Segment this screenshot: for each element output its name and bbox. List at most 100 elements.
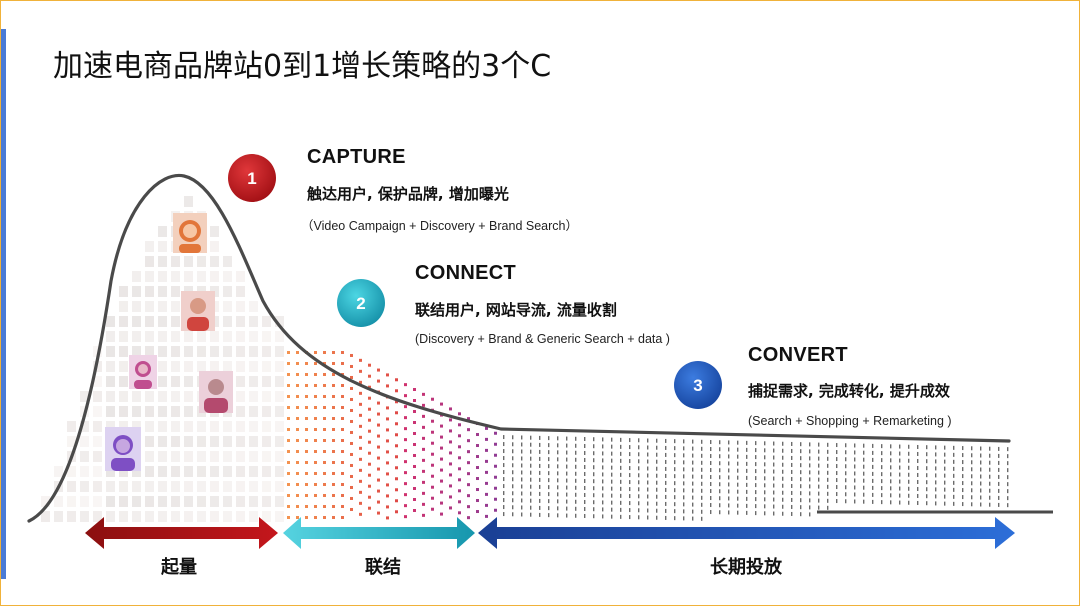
flow-dot bbox=[422, 491, 425, 495]
mosaic-tile bbox=[158, 496, 167, 507]
flow-dot bbox=[692, 495, 694, 500]
flow-dot bbox=[1007, 489, 1009, 494]
flow-dot bbox=[296, 428, 299, 431]
flow-dot bbox=[368, 462, 371, 466]
flow-dot bbox=[341, 406, 344, 409]
flow-dot bbox=[557, 513, 559, 518]
flow-dot bbox=[665, 501, 667, 506]
flow-dot bbox=[557, 464, 559, 469]
mosaic-tile bbox=[223, 496, 232, 507]
flow-dot bbox=[503, 470, 505, 475]
flow-dot bbox=[764, 483, 766, 488]
flow-dot bbox=[350, 375, 353, 379]
flow-dot bbox=[584, 513, 586, 518]
mosaic-tile bbox=[93, 406, 102, 417]
flow-dot bbox=[593, 486, 595, 491]
flow-dot bbox=[359, 446, 362, 450]
flow-dot bbox=[359, 358, 362, 362]
flow-dot bbox=[818, 491, 820, 496]
flow-dot bbox=[953, 494, 955, 499]
flow-dot bbox=[872, 450, 874, 455]
flow-dot bbox=[305, 450, 308, 453]
flow-dot bbox=[800, 498, 802, 503]
flow-dot bbox=[647, 473, 649, 478]
flow-dot bbox=[395, 466, 398, 470]
flow-dot bbox=[602, 451, 604, 456]
flow-dot bbox=[332, 461, 335, 464]
flow-dot bbox=[656, 501, 658, 506]
mosaic-tile bbox=[262, 391, 271, 402]
flow-dot bbox=[305, 428, 308, 431]
flow-dot bbox=[323, 406, 326, 409]
flow-dot bbox=[332, 516, 335, 519]
mosaic-tile bbox=[171, 316, 180, 327]
mosaic-tile bbox=[197, 331, 206, 342]
flow-dot bbox=[665, 494, 667, 499]
flow-dot bbox=[323, 450, 326, 453]
flow-dot bbox=[692, 502, 694, 507]
flow-dot bbox=[584, 436, 586, 441]
mosaic-tile bbox=[275, 406, 284, 417]
flow-dot bbox=[548, 443, 550, 448]
flow-dot bbox=[521, 512, 523, 517]
flow-dot bbox=[296, 461, 299, 464]
flow-dot bbox=[323, 483, 326, 486]
flow-dot bbox=[368, 473, 371, 477]
flow-dot bbox=[359, 435, 362, 439]
mosaic-tile bbox=[93, 376, 102, 387]
flow-dot bbox=[800, 477, 802, 482]
flow-dot bbox=[287, 384, 290, 387]
flow-dot bbox=[764, 469, 766, 474]
flow-dot bbox=[701, 467, 703, 472]
flow-dot bbox=[440, 501, 443, 505]
mosaic-tile bbox=[171, 406, 180, 417]
flow-dot bbox=[674, 481, 676, 486]
flow-dot bbox=[458, 500, 461, 504]
mosaic-tile bbox=[132, 496, 141, 507]
mosaic-tile bbox=[275, 346, 284, 357]
flow-dot bbox=[665, 452, 667, 457]
flow-dot bbox=[791, 441, 793, 446]
flow-dot bbox=[620, 507, 622, 512]
flow-dot bbox=[539, 435, 541, 440]
flow-dot bbox=[431, 485, 434, 489]
flow-dot bbox=[341, 483, 344, 486]
mosaic-tile bbox=[80, 391, 89, 402]
mosaic-tile bbox=[145, 271, 154, 282]
flow-dot bbox=[503, 435, 505, 440]
mosaic-tile bbox=[119, 361, 128, 372]
flow-dot bbox=[755, 497, 757, 502]
mosaic-tile bbox=[262, 406, 271, 417]
step-note-convert: (Search + Shopping + Remarketing ) bbox=[748, 414, 952, 428]
mosaic-tile bbox=[171, 286, 180, 297]
teal-double-arrow-icon bbox=[283, 517, 475, 549]
flow-dot bbox=[503, 484, 505, 489]
flow-dot bbox=[935, 494, 937, 499]
mosaic-tile bbox=[80, 511, 89, 522]
flow-dot bbox=[530, 470, 532, 475]
flow-dot bbox=[953, 466, 955, 471]
flow-dot bbox=[953, 501, 955, 506]
flow-dot bbox=[458, 445, 461, 449]
mosaic-tile bbox=[119, 391, 128, 402]
flow-dot bbox=[296, 472, 299, 475]
flow-dot bbox=[980, 502, 982, 507]
flow-dot bbox=[548, 464, 550, 469]
flow-dot bbox=[629, 445, 631, 450]
flow-dot bbox=[863, 443, 865, 448]
flow-dot bbox=[395, 477, 398, 481]
flow-dot bbox=[413, 509, 416, 512]
flow-dot bbox=[998, 481, 1000, 486]
flow-dot bbox=[809, 512, 811, 517]
mosaic-tile bbox=[171, 346, 180, 357]
flow-dot bbox=[737, 482, 739, 487]
flow-dot bbox=[989, 467, 991, 472]
flow-dot bbox=[584, 478, 586, 483]
mosaic-tile bbox=[236, 496, 245, 507]
flow-dot bbox=[566, 513, 568, 518]
flow-dot bbox=[638, 466, 640, 471]
flow-dot bbox=[602, 507, 604, 512]
flow-dot bbox=[422, 403, 425, 407]
flow-dot bbox=[737, 454, 739, 459]
mosaic-tile bbox=[171, 481, 180, 492]
